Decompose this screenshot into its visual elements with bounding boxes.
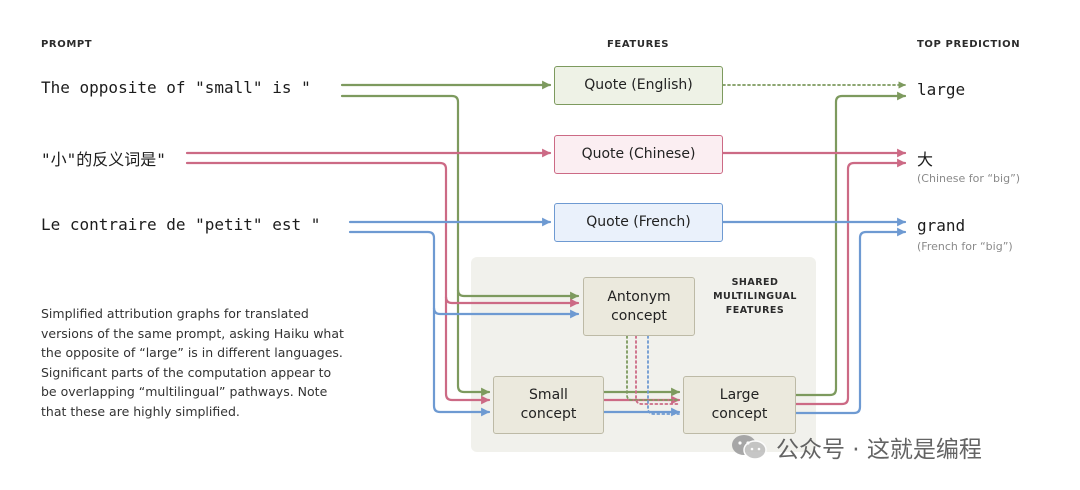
shared-label-line2: MULTILINGUAL xyxy=(713,291,797,302)
antonym-line2: concept xyxy=(611,307,667,324)
small-line2: concept xyxy=(520,406,577,422)
wire-large-to-large xyxy=(794,91,907,397)
shared-features-label: SHARED MULTILINGUAL FEATURES xyxy=(700,276,810,318)
feature-quote-chinese: Quote (Chinese) xyxy=(554,135,723,174)
watermark-text: 公众号 · 这就是编程 xyxy=(776,437,982,463)
shared-label-line1: SHARED xyxy=(731,277,779,288)
top-prediction-heading: TOP PREDICTION xyxy=(917,39,1021,50)
feature-quote-english: Quote (English) xyxy=(554,66,723,105)
prediction-grand-note: (French for “big”) xyxy=(917,240,1013,253)
figure-caption: Simplified attribution graphs for transl… xyxy=(41,306,344,419)
shared-label-line3: FEATURES xyxy=(725,305,785,316)
wire-english-to-antonym xyxy=(340,94,580,301)
wechat-icon xyxy=(732,435,767,460)
prediction-da: 大 xyxy=(917,150,934,169)
wire-chinese-to-antonym xyxy=(185,161,580,308)
feature-small-concept: Small concept xyxy=(493,376,604,434)
feature-large-concept: Large concept xyxy=(683,376,796,434)
prediction-da-note: (Chinese for “big”) xyxy=(917,172,1021,185)
prompt-heading: PROMPT xyxy=(41,39,93,50)
wire-large-to-grand xyxy=(794,227,907,415)
features-heading: FEATURES xyxy=(607,39,670,50)
wire-antonym-to-large-blue xyxy=(647,335,680,415)
prediction-grand: grand xyxy=(917,216,966,235)
prediction-large: large xyxy=(917,80,966,99)
large-line1: Large xyxy=(719,387,760,403)
wire-english-to-small xyxy=(456,288,491,397)
wire-french-to-antonym xyxy=(348,230,580,319)
small-line1: Small xyxy=(529,387,568,403)
watermark: 公众号 · 这就是编程 xyxy=(730,430,982,464)
wire-large-to-da xyxy=(794,158,907,406)
prompt-english: The opposite of "small" is " xyxy=(41,78,311,97)
wire-antonym-to-large-pink xyxy=(635,335,680,405)
wire-french-to-small xyxy=(432,306,491,417)
feature-antonym-concept: Antonym concept xyxy=(583,277,695,336)
antonym-line1: Antonym xyxy=(607,288,671,305)
feature-quote-french: Quote (French) xyxy=(554,203,723,242)
prompt-chinese: "小"的反义词是" xyxy=(41,150,166,169)
wire-antonym-to-large-green xyxy=(626,335,680,401)
wire-chinese-to-small xyxy=(444,295,491,405)
large-line2: concept xyxy=(711,406,768,422)
prompt-french: Le contraire de "petit" est " xyxy=(41,215,321,234)
